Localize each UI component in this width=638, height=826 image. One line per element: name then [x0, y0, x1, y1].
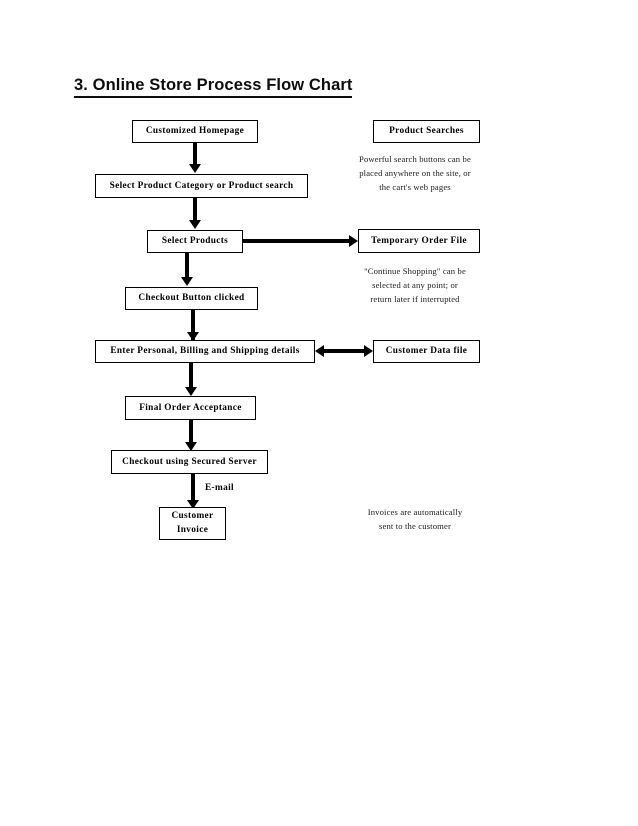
- node-customer-invoice[interactable]: Customer Invoice: [159, 507, 226, 540]
- page-title: 3. Online Store Process Flow Chart: [74, 76, 353, 98]
- arrowhead-right-to-customer-data: [364, 345, 373, 357]
- connector-final-order-to-secured-server: [189, 420, 193, 444]
- connector-checkout-button-to-details: [191, 310, 195, 342]
- arrowhead-down-to-products: [189, 220, 201, 229]
- arrowhead-down-to-final-order: [185, 387, 197, 396]
- annotation-invoice-note-line1: Invoices are automatically: [367, 507, 463, 517]
- node-customized-homepage[interactable]: Customized Homepage: [132, 120, 258, 143]
- arrowhead-down-to-details: [187, 332, 199, 341]
- annotation-search-note-line3: the cart's web pages: [379, 181, 451, 192]
- arrowhead-down-to-invoice: [187, 500, 199, 509]
- arrowhead-down-to-secured-server: [185, 442, 197, 451]
- node-final-order-acceptance[interactable]: Final Order Acceptance: [125, 396, 256, 420]
- connector-category-to-products: [193, 198, 197, 222]
- node-checkout-secured-server[interactable]: Checkout using Secured Server: [111, 450, 268, 474]
- node-product-searches[interactable]: Product Searches: [373, 120, 480, 143]
- node-temporary-order-file[interactable]: Temporary Order File: [358, 229, 480, 253]
- annotation-continue-note-line1: "Continue Shopping" can be: [364, 266, 466, 276]
- annotation-continue-shopping-note: "Continue Shopping" can be selected at a…: [340, 265, 490, 307]
- annotation-search-note-line1: Powerful search buttons can be: [359, 154, 471, 164]
- connector-products-to-temporary-order: [243, 239, 349, 243]
- node-checkout-button-clicked[interactable]: Checkout Button clicked: [125, 287, 258, 310]
- annotation-continue-note-line3: return later if interrupted: [370, 293, 460, 304]
- node-select-products[interactable]: Select Products: [147, 230, 243, 253]
- arrowhead-down-to-category: [189, 164, 201, 173]
- annotation-search-note-line2: placed anywhere on the site, or: [359, 167, 471, 178]
- annotation-invoice-note-line2: sent to the customer: [379, 520, 451, 531]
- connector-secured-server-to-invoice: [191, 474, 195, 505]
- connector-details-to-final-order: [189, 363, 193, 389]
- connector-details-to-customer-data: [324, 349, 364, 353]
- edge-label-email: E-mail: [205, 483, 234, 493]
- annotation-continue-note-line2: selected at any point; or: [372, 279, 458, 290]
- annotation-search-note: Powerful search buttons can be placed an…: [340, 153, 490, 195]
- node-customer-invoice-line1: Customer: [171, 510, 214, 521]
- arrowhead-left-to-details: [315, 345, 324, 357]
- connector-homepage-to-category: [193, 143, 197, 166]
- arrowhead-down-to-checkout-button: [181, 277, 193, 286]
- connector-products-to-checkout-button: [185, 253, 189, 279]
- arrowhead-right-to-temporary-order: [349, 235, 358, 247]
- node-customer-data-file[interactable]: Customer Data file: [373, 340, 480, 363]
- annotation-invoice-note: Invoices are automatically sent to the c…: [340, 506, 490, 534]
- node-enter-personal-billing-shipping[interactable]: Enter Personal, Billing and Shipping det…: [95, 340, 315, 363]
- node-select-product-category[interactable]: Select Product Category or Product searc…: [95, 174, 308, 198]
- node-customer-invoice-line2: Invoice: [176, 524, 209, 535]
